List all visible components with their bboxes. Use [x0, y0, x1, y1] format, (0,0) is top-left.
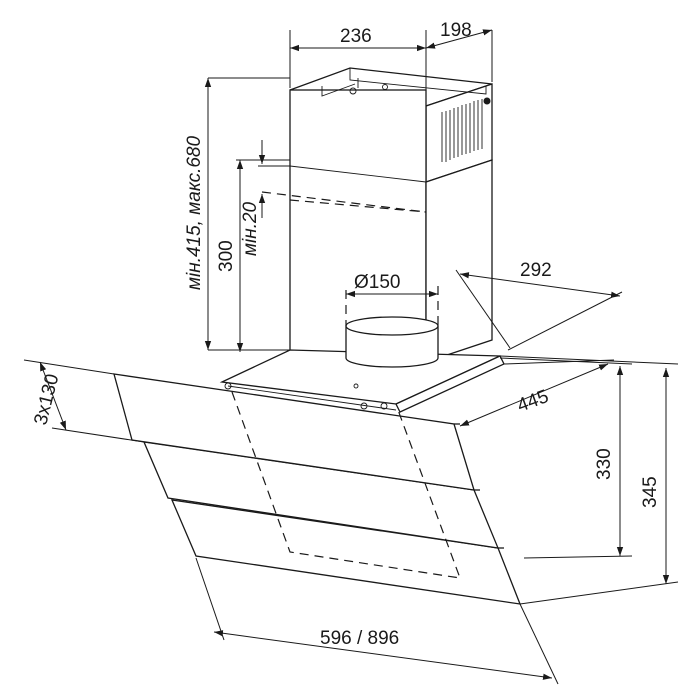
air-outlet — [345, 286, 439, 368]
label-hood-width: 596 / 896 — [320, 628, 399, 649]
vent-grille — [441, 99, 483, 162]
label-total-height: 345 — [640, 476, 661, 508]
chimney — [261, 67, 493, 363]
plate-screw-icon — [380, 402, 388, 410]
bracket-screw-icon — [483, 97, 491, 105]
plate-screw-icon — [224, 382, 232, 390]
lower-cover-edge — [289, 165, 427, 183]
label-panel-heights: 3x130 — [30, 372, 63, 427]
label-chimney-depth: 198 — [440, 20, 472, 41]
plate-screw-icon — [353, 383, 359, 389]
dimension-lines — [23, 29, 679, 685]
bracket-screw-icon — [382, 84, 388, 90]
hood-body — [219, 286, 505, 413]
overlap-line — [289, 199, 427, 213]
plate-screw-icon — [360, 402, 368, 410]
dimension-labels: 236 198 мін.415, макс.680 300 мін.20 Ø15… — [30, 20, 661, 649]
bracket-screw-icon — [349, 87, 357, 95]
label-glass-height: 330 — [594, 448, 615, 480]
label-outlet-diameter: Ø150 — [354, 272, 400, 293]
label-chimney-height-range: мін.415, макс.680 — [184, 135, 205, 290]
label-hood-depth: 445 — [515, 386, 552, 417]
label-overlap-min: мін.20 — [240, 201, 261, 256]
plate-rim — [227, 385, 397, 411]
label-lower-chimney-height: 300 — [216, 240, 237, 272]
chimney-lower-side — [425, 159, 493, 363]
label-mount-offset: 292 — [520, 260, 552, 281]
mounting-bracket — [321, 68, 487, 97]
glass-panels — [113, 373, 522, 605]
chimney-front-face — [289, 89, 427, 355]
hidden-frame — [231, 391, 461, 579]
overlap-line — [261, 191, 427, 213]
label-chimney-width: 236 — [340, 26, 372, 47]
